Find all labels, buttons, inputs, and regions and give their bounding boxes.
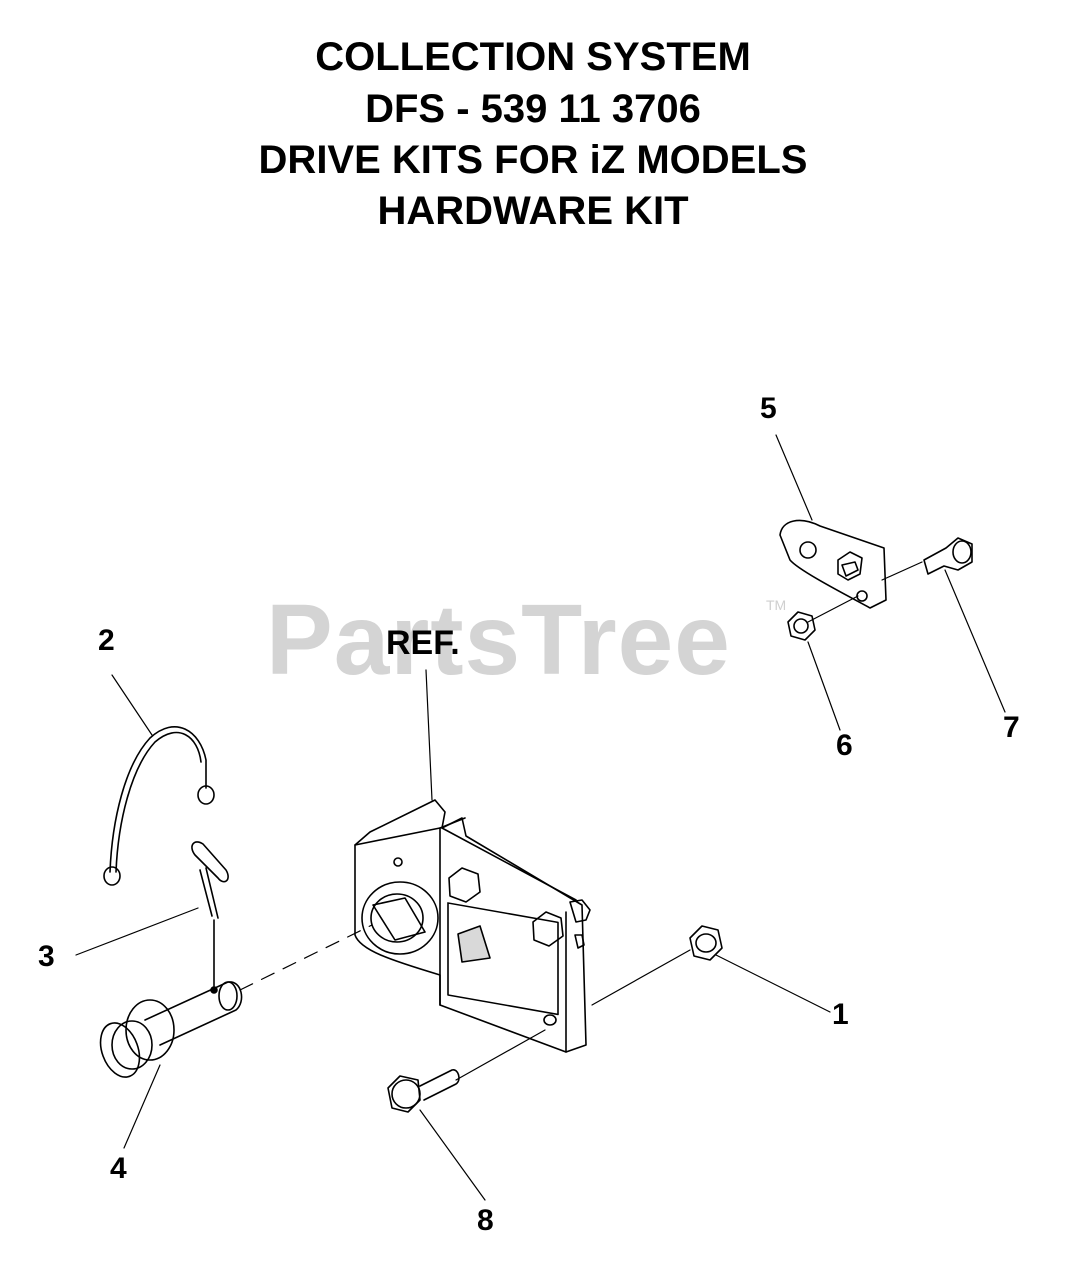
bolt-axis-line (455, 1029, 546, 1081)
nut-axis-line (591, 949, 691, 1006)
hitch-pin-part (99, 981, 243, 1078)
callout-6: 6 (836, 729, 853, 762)
leader-line-1 (715, 954, 831, 1013)
ref-bracket-assembly (354, 799, 591, 1053)
pivot-plate-part (779, 519, 887, 609)
hairpin-clip-part (191, 841, 229, 987)
bolt-7-axis-line (881, 561, 923, 581)
leader-lines (75, 434, 1006, 1201)
callout-4: 4 (110, 1152, 127, 1185)
leader-line-4 (123, 1064, 161, 1149)
title-line-3: DRIVE KITS FOR iZ MODELS (258, 138, 808, 182)
title-line-2: DFS - 539 11 3706 (365, 87, 701, 131)
leader-line-3 (75, 907, 199, 956)
hex-bolt-part-8 (387, 1069, 460, 1113)
pin-axis-line (239, 924, 373, 991)
callout-3: 3 (38, 940, 55, 973)
leader-line-7 (944, 569, 1006, 713)
leader-line-2 (111, 674, 153, 736)
title-line-1: COLLECTION SYSTEM (315, 35, 751, 79)
watermark-trademark: TM (766, 597, 787, 613)
callout-5: 5 (760, 392, 777, 425)
ref-callout-label: REF. (386, 624, 460, 662)
leader-line-8 (419, 1109, 486, 1201)
leader-line-6 (807, 641, 841, 731)
callout-1: 1 (832, 998, 849, 1031)
lanyard-cable-part (103, 726, 215, 886)
callout-7: 7 (1003, 711, 1020, 744)
callout-8: 8 (477, 1204, 494, 1237)
small-nut-part-6 (787, 611, 816, 641)
flange-bolt-part-7 (923, 537, 973, 575)
leader-line-5 (775, 434, 813, 521)
leader-line-ref (425, 669, 433, 801)
title-line-4: HARDWARE KIT (377, 189, 689, 233)
hex-nut-part-1 (689, 925, 723, 961)
callout-2: 2 (98, 624, 115, 657)
nut-6-axis-line (807, 595, 859, 623)
partstree-watermark: PartsTree (266, 584, 731, 696)
